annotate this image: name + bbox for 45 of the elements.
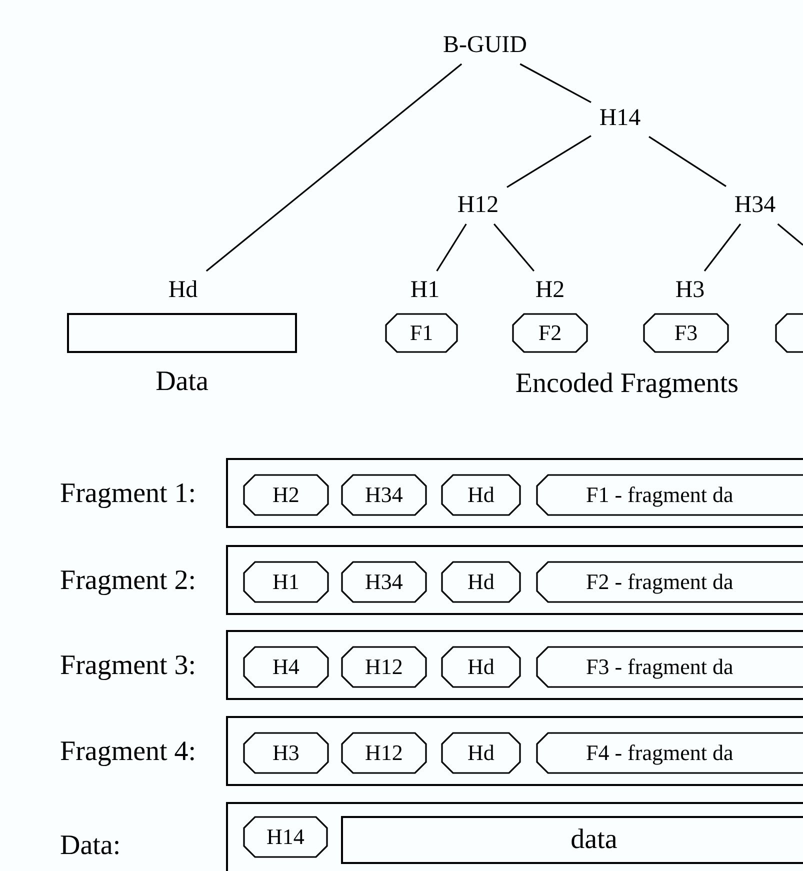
octagon-tag: H14	[243, 816, 328, 858]
hash-label: Hd	[158, 275, 208, 305]
tree-line	[436, 224, 467, 272]
group-label: Encoded Fragments	[515, 370, 739, 398]
data-box: data	[341, 816, 803, 864]
tree-line	[493, 223, 535, 272]
octagon-tag: F4 - fragment da	[536, 732, 803, 774]
row-label: Data:	[60, 832, 121, 860]
hash-label: B-GUID	[440, 30, 530, 60]
octagon-tag: Hd	[441, 732, 521, 774]
node-label: Data	[156, 368, 208, 396]
hash-label: H2	[525, 275, 575, 305]
octagon-tag: H2	[243, 474, 329, 516]
octagon-tag: H34	[341, 474, 427, 516]
octagon-tag: Hd	[441, 646, 521, 688]
octagon-tag: H4	[243, 646, 329, 688]
octagon-tag: H12	[341, 646, 427, 688]
octagon-tag: F1	[385, 313, 458, 353]
octagon-tag: F2	[512, 313, 588, 353]
hash-label: H34	[730, 190, 780, 220]
hash-label: H1	[400, 275, 450, 305]
row-label: Fragment 1:	[60, 480, 196, 508]
row-label: Fragment 2:	[60, 567, 196, 595]
hash-label: H14	[595, 103, 645, 133]
octagon-tag: H1	[243, 561, 329, 603]
octagon-tag: F2 - fragment da	[536, 561, 803, 603]
tree-line	[648, 136, 726, 187]
octagon-tag: Hd	[441, 474, 521, 516]
octagon-tag: H3	[243, 732, 329, 774]
octagon-tag: Hd	[441, 561, 521, 603]
octagon-tag: F3 - fragment da	[536, 646, 803, 688]
tree-line	[506, 135, 592, 188]
octagon-tag: H34	[341, 561, 427, 603]
tree-line	[704, 224, 742, 272]
hash-label: H3	[665, 275, 715, 305]
octagon-tag: H12	[341, 732, 427, 774]
octagon-tag: F1 - fragment da	[536, 474, 803, 516]
data-box	[67, 313, 297, 353]
tree-line	[206, 63, 462, 272]
row-label: Fragment 3:	[60, 652, 196, 680]
octagon-tag: F3	[643, 313, 729, 353]
row-label: Fragment 4:	[60, 738, 196, 766]
tree-line	[520, 63, 592, 104]
tree-line	[777, 223, 803, 246]
hash-label: H12	[453, 190, 503, 220]
